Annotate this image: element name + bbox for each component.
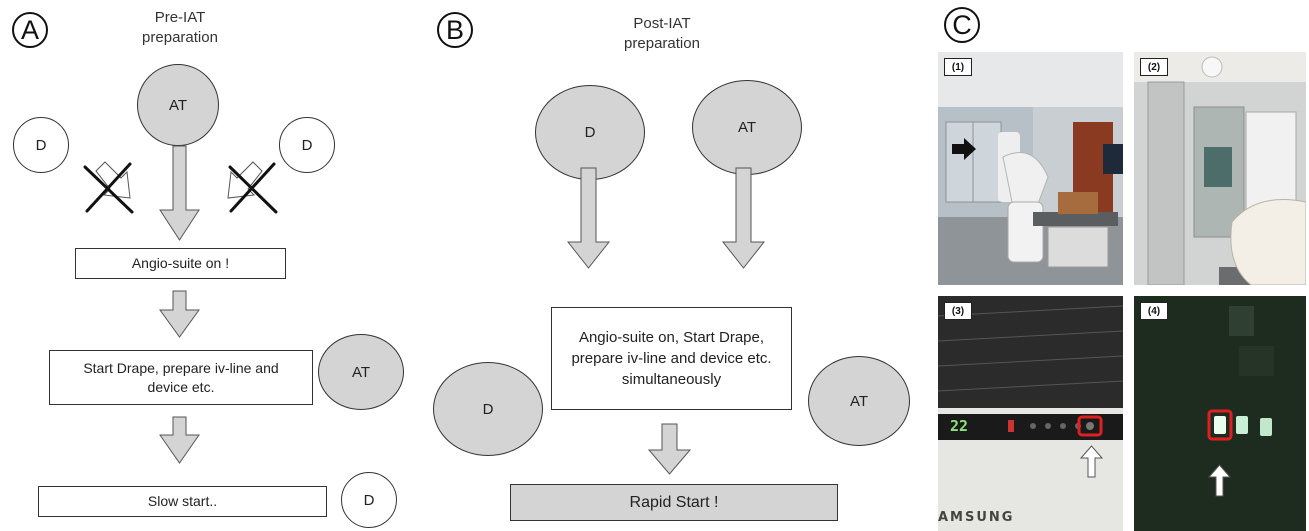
panel-a-step-start-drape: Start Drape, prepare iv-line and device … xyxy=(49,350,313,405)
photo-tag-4: (4) xyxy=(1140,302,1168,320)
panel-a-role-d-left: D xyxy=(13,117,69,173)
arrow-b-d-to-step xyxy=(566,167,611,269)
panel-b-role-d-top: D xyxy=(535,85,645,180)
display-digits: 22 xyxy=(950,417,969,435)
white-arrow-icon-4 xyxy=(1207,464,1232,497)
photo-light-switch-dark: (4) xyxy=(1134,296,1306,531)
panel-a-step-angio-suite-on: Angio-suite on ! xyxy=(75,248,286,279)
panel-b-step-rapid-start: Rapid Start ! xyxy=(510,484,838,521)
arrow-a-step2-to-step3 xyxy=(159,416,200,464)
panel-b-heading: Post-IAT preparation xyxy=(624,15,700,52)
flow-arrows xyxy=(83,145,766,475)
white-arrow-icon-3 xyxy=(1079,445,1104,478)
photo-tag-3: (3) xyxy=(944,302,972,320)
panel-b-role-at-top: AT xyxy=(692,80,802,175)
cross-left-2 xyxy=(85,162,132,213)
panel-c-badge: C xyxy=(944,7,980,43)
cross-right-1 xyxy=(228,165,278,214)
arrow-a-step1-to-step2 xyxy=(159,290,200,338)
black-arrow-icon xyxy=(952,138,976,160)
cross-right-2 xyxy=(229,162,276,213)
panel-b-role-d-left: D xyxy=(433,362,543,456)
panel-a-role-at-side: AT xyxy=(318,334,404,410)
panel-b-badge: B xyxy=(437,12,473,48)
arrow-b-step-to-rapid xyxy=(647,423,692,475)
photo-control-cabinet: (2) xyxy=(1134,52,1306,285)
arrow-a-at-to-step1 xyxy=(159,145,200,241)
photo-tag-2: (2) xyxy=(1140,58,1168,76)
panel-a-heading: Pre-IAT preparation xyxy=(142,9,218,46)
panel-a-role-d-right: D xyxy=(279,117,335,173)
photo-angio-suite-room: (1) xyxy=(938,52,1123,285)
panel-a-role-d-bottom: D xyxy=(341,472,397,528)
photo-tag-1: (1) xyxy=(944,58,972,76)
brand-text: AMSUNG xyxy=(938,510,1015,525)
highlight-box-3 xyxy=(1077,415,1103,437)
highlight-box-4 xyxy=(1207,409,1233,441)
arrow-b-at-to-step xyxy=(721,167,766,269)
panel-a-step-slow-start: Slow start.. xyxy=(38,486,327,517)
photo-remote-panel-display: 22 AMSUNG (3) xyxy=(938,296,1123,531)
panel-a-badge: A xyxy=(12,12,48,48)
panel-b-step-simultaneous: Angio-suite on, Start Drape, prepare iv-… xyxy=(551,307,792,410)
panel-b-role-at-right: AT xyxy=(808,356,910,446)
